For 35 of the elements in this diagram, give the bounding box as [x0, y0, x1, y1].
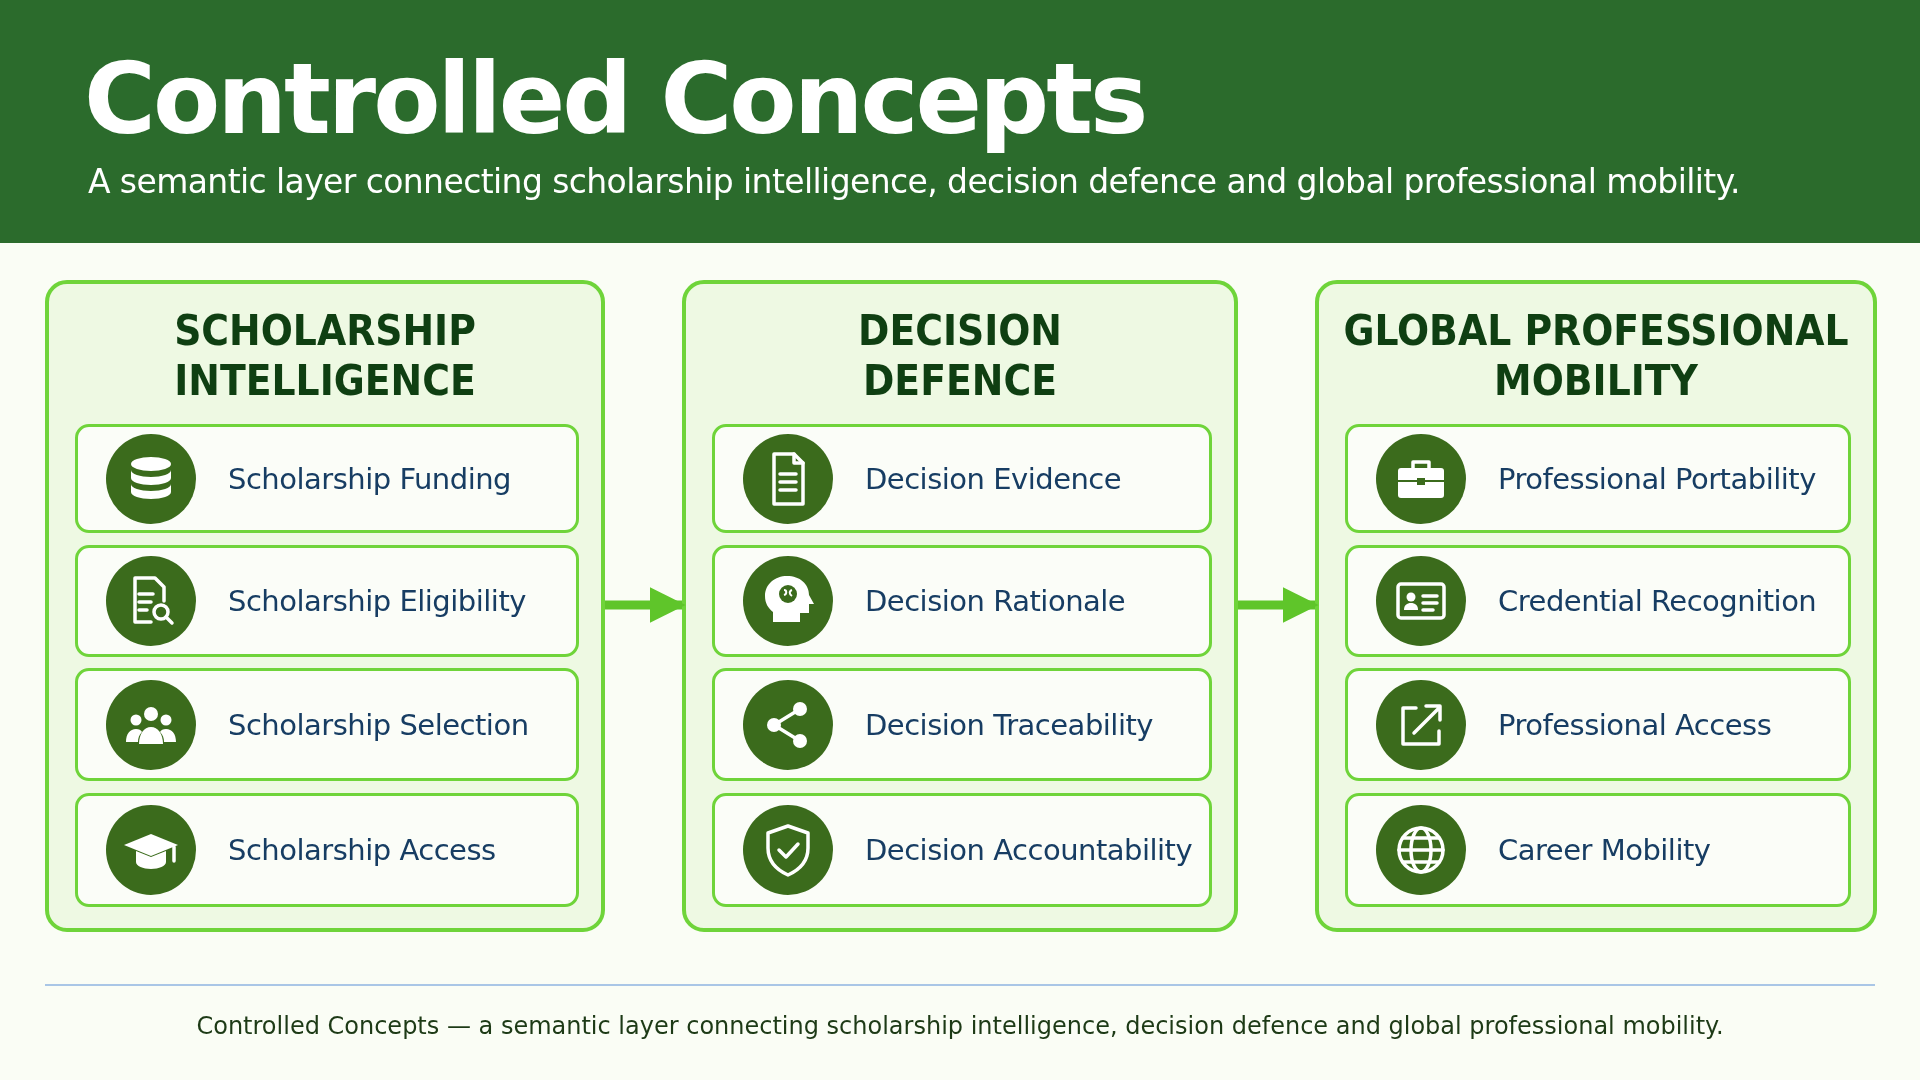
concept-label: Decision Evidence — [865, 460, 1123, 498]
concept-label: Professional Access — [1498, 706, 1773, 744]
concept-label: Decision Accountability — [865, 832, 1194, 869]
concept-label: Career Mobility — [1498, 832, 1712, 869]
panel-heading: DECISION DEFENCE — [857, 306, 1063, 406]
concept-card — [712, 424, 1212, 533]
concept-label: Scholarship Eligibility — [228, 583, 527, 620]
caption: Controlled Concepts — a semantic layer connecting scholarship intelligence, decision defence and global professional mobility. — [195, 1012, 1725, 1040]
concept-card — [75, 545, 579, 657]
concept-card — [1345, 545, 1851, 657]
title: Controlled Concepts — [84, 42, 1146, 156]
concept-label: Credential Recognition — [1498, 583, 1818, 620]
concept-card — [1345, 424, 1851, 533]
panel-heading: SCHOLARSHIP INTELLIGENCE — [173, 306, 477, 406]
concept-label: Scholarship Funding — [228, 460, 512, 498]
concept-card — [712, 545, 1212, 657]
concept-card — [75, 424, 579, 533]
concept-label: Decision Traceability — [865, 706, 1154, 744]
concept-card — [712, 793, 1212, 907]
arrow — [605, 587, 686, 623]
concept-label: Professional Portability — [1498, 460, 1817, 498]
category-panel — [1315, 280, 1877, 932]
category-panel — [682, 280, 1238, 932]
concept-card — [1345, 668, 1851, 781]
arrow — [1238, 587, 1319, 623]
concept-label: Scholarship Selection — [228, 706, 530, 744]
concept-card — [1345, 793, 1851, 907]
panel-heading: GLOBAL PROFESSIONAL MOBILITY — [1342, 306, 1850, 406]
concept-card — [75, 793, 579, 907]
concept-card — [75, 668, 579, 781]
concept-label: Scholarship Access — [228, 832, 497, 869]
concept-card — [712, 668, 1212, 781]
concept-label: Decision Rationale — [865, 583, 1127, 620]
subtitle: A semantic layer connecting scholarship intelligence, decision defence and global professional mobility. — [88, 162, 1740, 201]
category-panel — [45, 280, 605, 932]
